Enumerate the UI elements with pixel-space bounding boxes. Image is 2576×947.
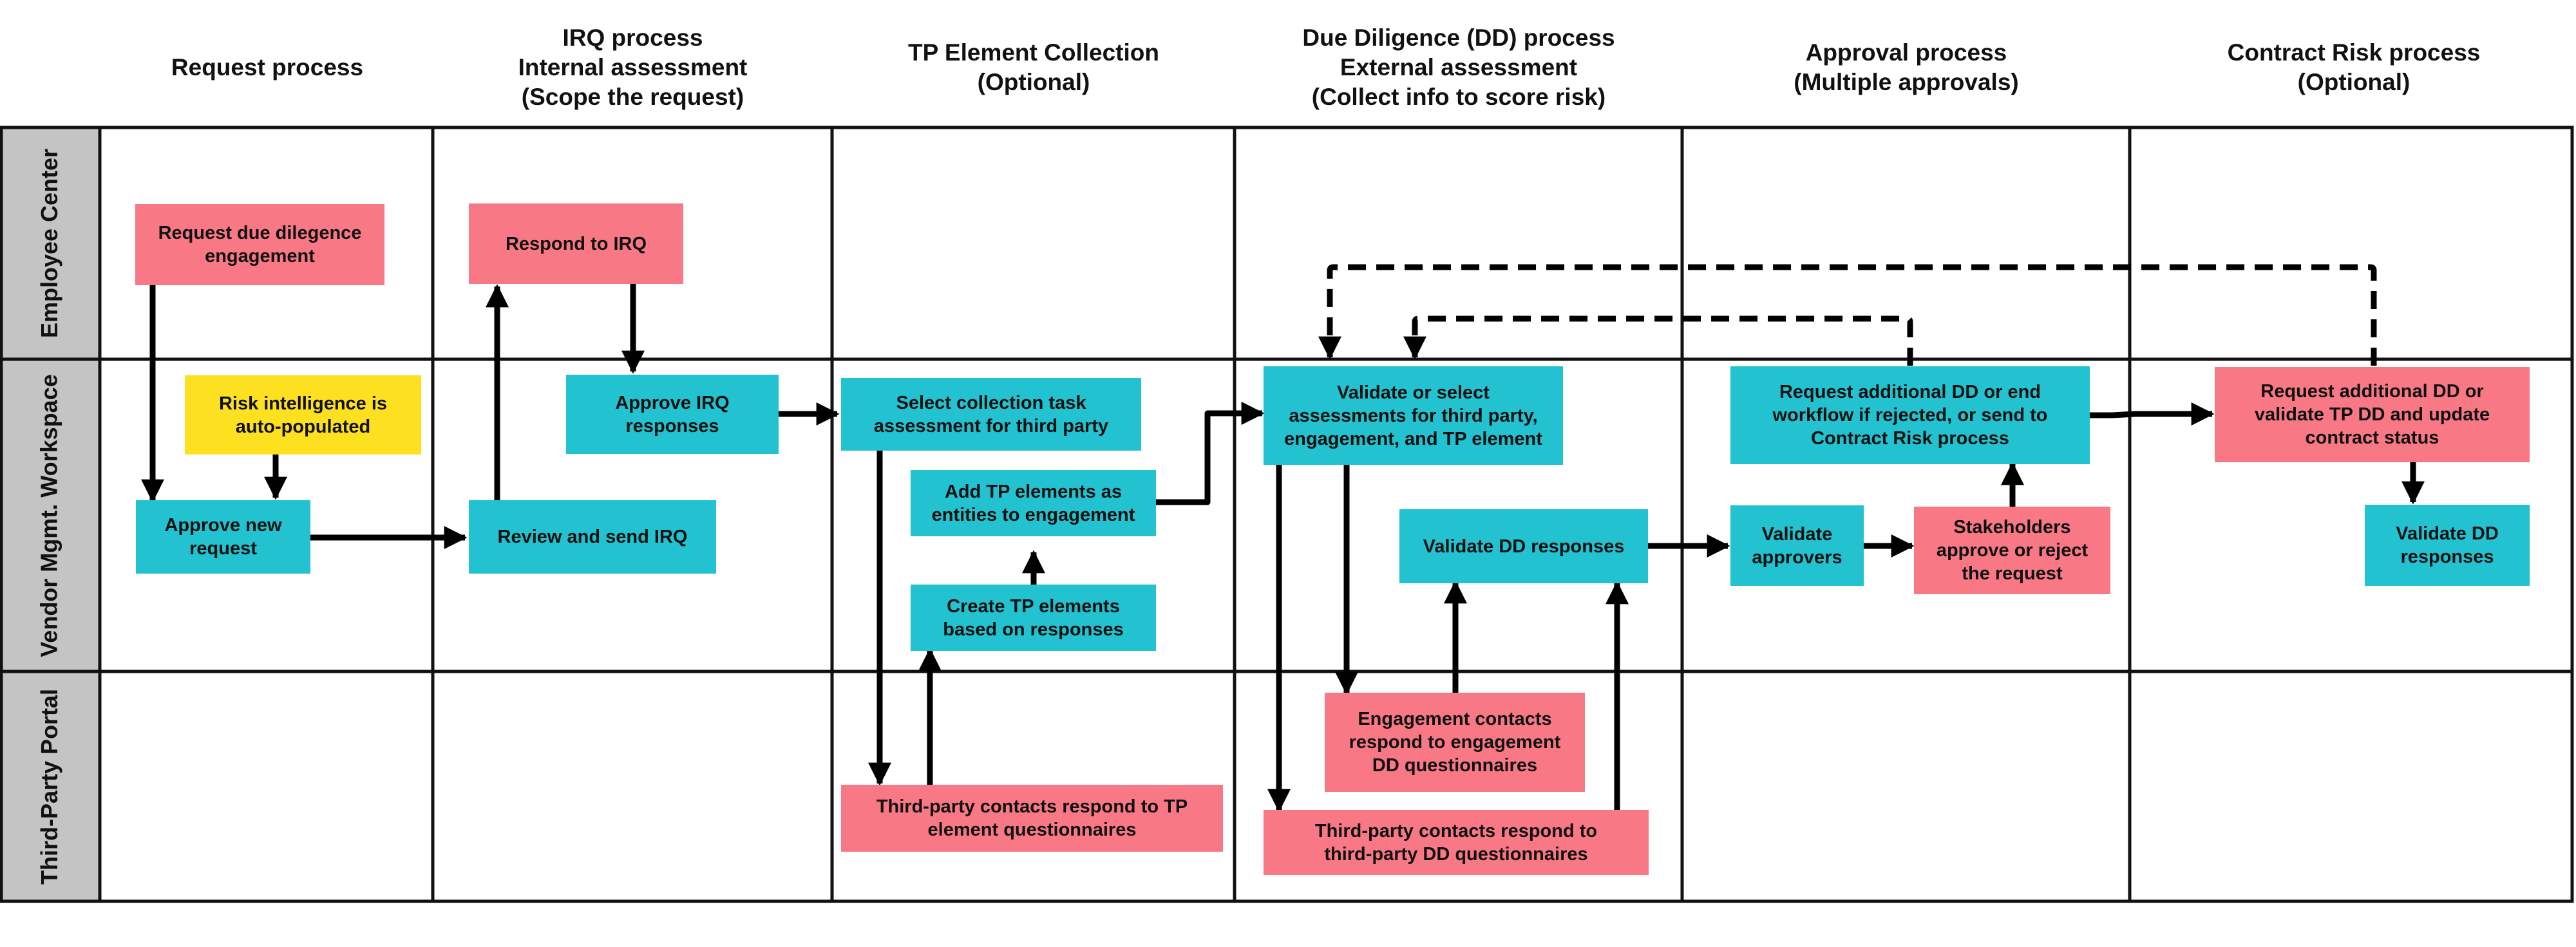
node-respond-to-irq: Respond to IRQ bbox=[469, 203, 683, 284]
lane-label-column-bg bbox=[1, 127, 100, 901]
node-request-additional-or-validate-tp: Request additional DD or validate TP DD … bbox=[2215, 367, 2530, 462]
dashed-feedback-approval bbox=[1403, 315, 1913, 366]
column-header-tp-element: TP Element Collection (Optional) bbox=[908, 39, 1159, 95]
arrow-add-to-validate-select bbox=[1156, 402, 1265, 505]
node-validate-dd-responses-contract: Validate DD responses bbox=[2365, 505, 2530, 586]
column-header-contract-risk: Contract Risk process (Optional) bbox=[2227, 39, 2481, 95]
node-select-collection-task: Select collection task assessment for th… bbox=[841, 378, 1141, 451]
node-approve-irq-responses: Approve IRQ responses bbox=[566, 375, 779, 454]
node-request-additional-dd: Request additional DD or end workflow if… bbox=[1730, 366, 2090, 464]
arrow-request-additional-to-contract-risk bbox=[2090, 402, 2215, 426]
node-review-and-send-irq: Review and send IRQ bbox=[469, 500, 716, 574]
node-approve-new-request: Approve new request bbox=[136, 500, 310, 574]
column-header-due-diligence: Due Diligence (DD) process External asse… bbox=[1302, 24, 1615, 110]
node-validate-or-select-assessments: Validate or select assessments for third… bbox=[1264, 366, 1563, 465]
node-stakeholders-approve: Stakeholders approve or reject the reque… bbox=[1914, 507, 2110, 594]
node-validate-dd-responses: Validate DD responses bbox=[1399, 509, 1648, 583]
node-validate-approvers: Validate approvers bbox=[1730, 505, 1864, 586]
node-risk-intelligence: Risk intelligence is auto-populated bbox=[185, 375, 421, 455]
node-create-tp-elements: Create TP elements based on responses bbox=[911, 585, 1156, 651]
node-add-tp-elements: Add TP elements as entities to engagemen… bbox=[911, 470, 1156, 536]
node-tp-respond-dd: Third-party contacts respond to third-pa… bbox=[1264, 810, 1649, 875]
node-tp-respond-element: Third-party contacts respond to TP eleme… bbox=[841, 785, 1223, 852]
column-header-irq: IRQ process Internal assessment (Scope t… bbox=[518, 24, 748, 110]
column-header-request: Request process bbox=[171, 54, 364, 80]
node-request-due-diligence: Request due dilegence engagement bbox=[135, 204, 384, 285]
dashed-feedback-contract-risk bbox=[1318, 264, 2377, 366]
node-engagement-contacts-respond: Engagement contacts respond to engagemen… bbox=[1325, 693, 1585, 792]
column-header-approval: Approval process (Multiple approvals) bbox=[1794, 39, 2019, 95]
